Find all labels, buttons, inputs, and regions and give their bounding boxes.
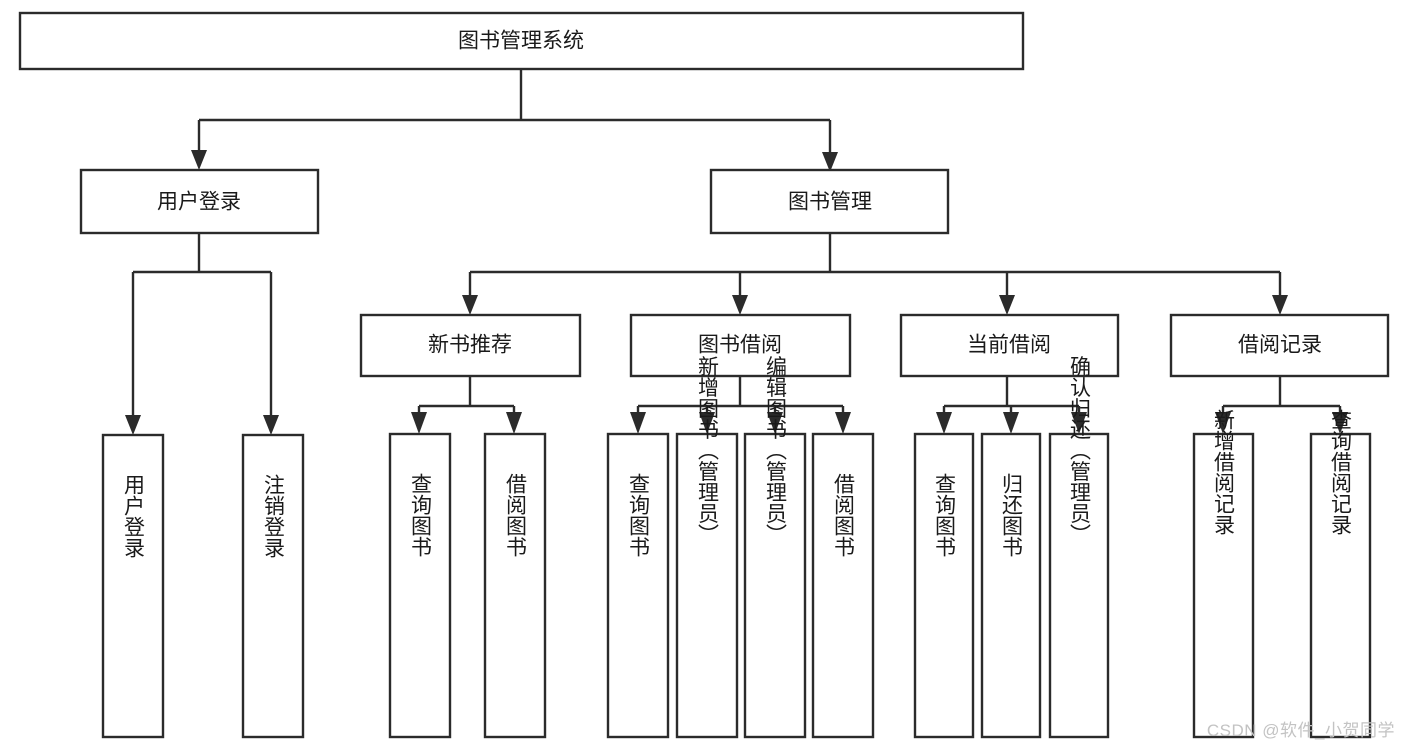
- node-leaf-add-record[interactable]: 新增借阅记录: [1192, 409, 1255, 739]
- arrow-head-book-manage: [822, 152, 838, 172]
- arrow-head-leaf-borrow-book-1: [506, 412, 522, 434]
- node-leaf-query-book-3-box[interactable]: [913, 432, 975, 739]
- node-leaf-add-record-box[interactable]: [1192, 432, 1255, 739]
- node-new-book-rec-box[interactable]: [359, 313, 582, 378]
- arrow-head-leaf-query-book-1: [411, 412, 427, 434]
- edge-book-borrow-to-leaves: [636, 376, 845, 415]
- node-root[interactable]: 图书管理系统: [18, 11, 1025, 71]
- node-book-manage-box[interactable]: [709, 168, 950, 235]
- node-leaf-return-book-label: 归还图书: [1000, 473, 1024, 557]
- arrow-head-leaf-add-record: [1215, 412, 1231, 434]
- node-user-login[interactable]: 用户登录: [79, 168, 320, 235]
- edge-root-to-level2: [197, 69, 832, 152]
- edge-borrow-record-to-leaves: [1221, 376, 1342, 415]
- node-leaf-query-book-1[interactable]: 查询图书: [388, 432, 452, 739]
- node-leaf-query-book-2-box[interactable]: [606, 432, 670, 739]
- node-leaf-query-book-1-box[interactable]: [388, 432, 452, 739]
- arrow-head-current-borrow: [999, 295, 1015, 315]
- node-book-borrow[interactable]: 图书借阅: [629, 313, 852, 378]
- arrow-head-new-book-rec: [462, 295, 478, 315]
- node-borrow-record[interactable]: 借阅记录: [1169, 313, 1390, 378]
- node-leaf-user-login-label: 用户登录: [122, 474, 146, 558]
- node-leaf-borrow-book-1-box[interactable]: [483, 432, 547, 739]
- node-leaf-confirm-return[interactable]: 确认归还（管理员）: [1048, 356, 1110, 739]
- arrow-head-leaf-add-book: [699, 412, 715, 434]
- node-leaf-add-book-box[interactable]: [675, 432, 739, 739]
- arrow-head-leaf-query-book-3: [936, 412, 952, 434]
- node-leaf-user-logout-label: 注销登录: [262, 474, 286, 558]
- node-new-book-rec[interactable]: 新书推荐: [359, 313, 582, 378]
- node-leaf-query-book-3-label: 查询图书: [933, 473, 957, 557]
- node-current-borrow-box[interactable]: [899, 313, 1120, 378]
- node-leaf-edit-book-box[interactable]: [743, 432, 807, 739]
- node-leaf-borrow-book-2[interactable]: 借阅图书: [811, 432, 875, 739]
- node-current-borrow[interactable]: 当前借阅: [899, 313, 1120, 378]
- node-leaf-query-record-box[interactable]: [1309, 432, 1372, 739]
- node-leaf-edit-book-label: 编辑图书（管理员）: [764, 356, 788, 545]
- arrow-head-leaf-return-book: [1003, 412, 1019, 434]
- node-root-box[interactable]: [18, 11, 1025, 71]
- node-root-label: 图书管理系统: [458, 30, 584, 53]
- arrow-head-leaf-query-book-2: [630, 412, 646, 434]
- edge-user-login-to-leaves: [131, 233, 273, 415]
- edge-book-manage-to-level3: [468, 233, 1282, 295]
- node-leaf-user-logout[interactable]: 注销登录: [241, 433, 305, 739]
- edge-current-borrow-to-leaves: [942, 376, 1081, 415]
- node-book-manage-label: 图书管理: [788, 191, 872, 214]
- arrow-head-leaf-user-login: [125, 415, 141, 435]
- arrow-head-borrow-record: [1272, 295, 1288, 315]
- node-leaf-borrow-book-2-box[interactable]: [811, 432, 875, 739]
- node-leaf-borrow-book-1[interactable]: 借阅图书: [483, 432, 547, 739]
- arrow-head-leaf-edit-book: [767, 412, 783, 434]
- node-leaf-query-record-label: 查询借阅记录: [1329, 409, 1353, 535]
- node-leaf-confirm-return-label: 确认归还（管理员）: [1068, 356, 1092, 545]
- node-leaf-user-login-box[interactable]: [101, 433, 165, 739]
- node-leaf-add-record-label: 新增借阅记录: [1212, 409, 1236, 535]
- node-leaf-query-book-1-label: 查询图书: [409, 473, 433, 557]
- arrow-head-leaf-confirm-return: [1071, 412, 1087, 434]
- node-leaf-query-book-2[interactable]: 查询图书: [606, 432, 670, 739]
- arrow-head-leaf-borrow-book-2: [835, 412, 851, 434]
- node-leaf-return-book[interactable]: 归还图书: [980, 432, 1042, 739]
- node-leaf-borrow-book-2-label: 借阅图书: [832, 473, 856, 557]
- edge-new-book-rec-to-leaves: [417, 376, 516, 415]
- node-leaf-query-book-2-label: 查询图书: [627, 473, 651, 557]
- node-book-borrow-label: 图书借阅: [698, 334, 782, 357]
- node-leaf-return-book-box[interactable]: [980, 432, 1042, 739]
- node-user-login-box[interactable]: [79, 168, 320, 235]
- node-leaf-user-logout-box[interactable]: [241, 433, 305, 739]
- arrow-head-book-borrow: [732, 295, 748, 315]
- node-leaf-edit-book[interactable]: 编辑图书（管理员）: [743, 356, 807, 739]
- node-leaf-add-book[interactable]: 新增图书（管理员）: [675, 356, 739, 739]
- node-leaf-add-book-label: 新增图书（管理员）: [696, 356, 720, 545]
- node-book-manage[interactable]: 图书管理: [709, 168, 950, 235]
- connector-layer: [125, 69, 1348, 435]
- arrow-head-leaf-query-record: [1332, 412, 1348, 434]
- node-borrow-record-label: 借阅记录: [1238, 334, 1322, 357]
- node-leaf-user-login[interactable]: 用户登录: [101, 433, 165, 739]
- node-user-login-label: 用户登录: [157, 191, 241, 214]
- arrow-head-leaf-user-logout: [263, 415, 279, 435]
- arrow-head-user-login: [191, 150, 207, 170]
- node-leaf-confirm-return-box[interactable]: [1048, 432, 1110, 739]
- node-current-borrow-label: 当前借阅: [967, 334, 1051, 357]
- node-book-borrow-box[interactable]: [629, 313, 852, 378]
- node-new-book-rec-label: 新书推荐: [428, 334, 512, 357]
- node-leaf-query-book-3[interactable]: 查询图书: [913, 432, 975, 739]
- node-borrow-record-box[interactable]: [1169, 313, 1390, 378]
- node-leaf-borrow-book-1-label: 借阅图书: [504, 473, 528, 557]
- node-leaf-query-record[interactable]: 查询借阅记录: [1309, 409, 1372, 739]
